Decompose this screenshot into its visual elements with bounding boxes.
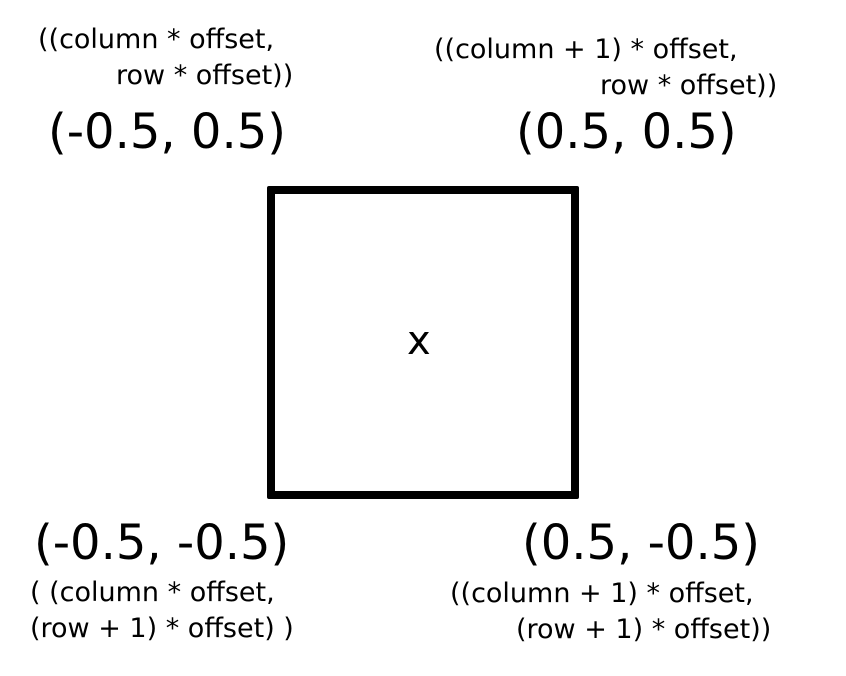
top-right-coordinate: (0.5, 0.5) xyxy=(516,104,737,160)
bottom-left-formula-line1: ( (column * offset, xyxy=(30,577,275,608)
bottom-right-formula: ((column + 1) * offset, (row + 1) * offs… xyxy=(450,576,771,648)
top-left-coordinate: (-0.5, 0.5) xyxy=(48,104,286,160)
bottom-left-coordinate: (-0.5, -0.5) xyxy=(34,515,290,571)
top-left-formula: ((column * offset, row * offset)) xyxy=(38,22,293,94)
cell-square xyxy=(267,186,579,499)
top-left-formula-line1: ((column * offset, xyxy=(38,24,275,55)
bottom-right-formula-line1: ((column + 1) * offset, xyxy=(450,578,754,609)
bottom-left-formula-line2: (row + 1) * offset) ) xyxy=(30,613,294,644)
center-x-label: x xyxy=(407,318,431,364)
bottom-right-formula-line2: (row + 1) * offset)) xyxy=(516,614,772,645)
top-right-formula-line2: row * offset)) xyxy=(600,70,778,101)
top-left-formula-line2: row * offset)) xyxy=(116,60,294,91)
top-right-formula-line1: ((column + 1) * offset, xyxy=(434,34,738,65)
bottom-left-formula: ( (column * offset, (row + 1) * offset) … xyxy=(30,575,294,647)
top-right-formula: ((column + 1) * offset, row * offset)) xyxy=(434,32,777,104)
bottom-right-coordinate: (0.5, -0.5) xyxy=(522,515,760,571)
